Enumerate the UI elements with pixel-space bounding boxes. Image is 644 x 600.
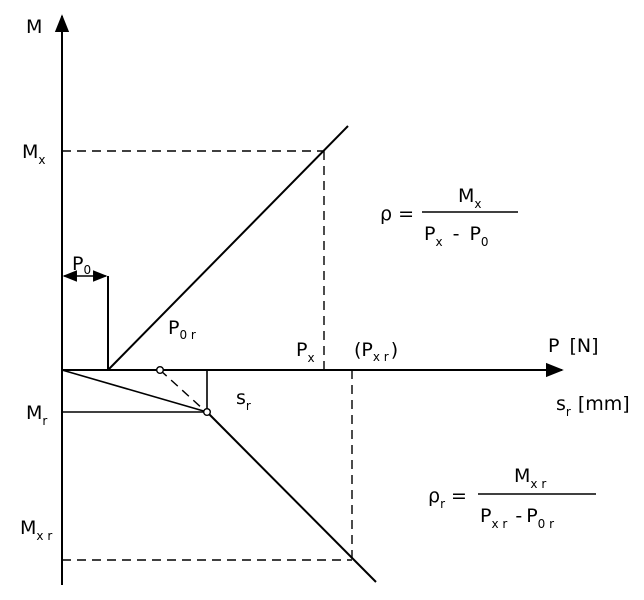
px-label: Px [296,339,315,365]
p0r-label: P0 r [168,317,196,342]
sr-label: sr [236,387,251,413]
return-line-initial [61,369,208,413]
mr-label: Mr [26,402,47,428]
p0r-point [155,366,164,375]
pxr-label: (Px r) [354,339,398,364]
p-axis-label: P [N] [548,335,599,357]
mr-point [202,408,211,417]
rho-r-numerator: Mx r [514,465,546,491]
sr-axis-label: sr[mm] [556,393,630,419]
p0r-dash [159,369,205,411]
mx-label: Mx [22,141,46,167]
rho-r-denominator: Px r-P0 r [480,505,554,531]
rho-numerator: Mx [458,185,482,211]
rho-lhs: ρ = [380,203,414,225]
mxr-label: Mx r [20,517,52,543]
rho-r-lhs: ρr= [428,485,467,511]
return-line [206,411,377,583]
p0-label: P0 [72,253,91,277]
rho-denominator: Px-P0 [424,223,489,249]
m-axis-label: M [26,16,42,38]
load-line-upper [107,125,349,371]
